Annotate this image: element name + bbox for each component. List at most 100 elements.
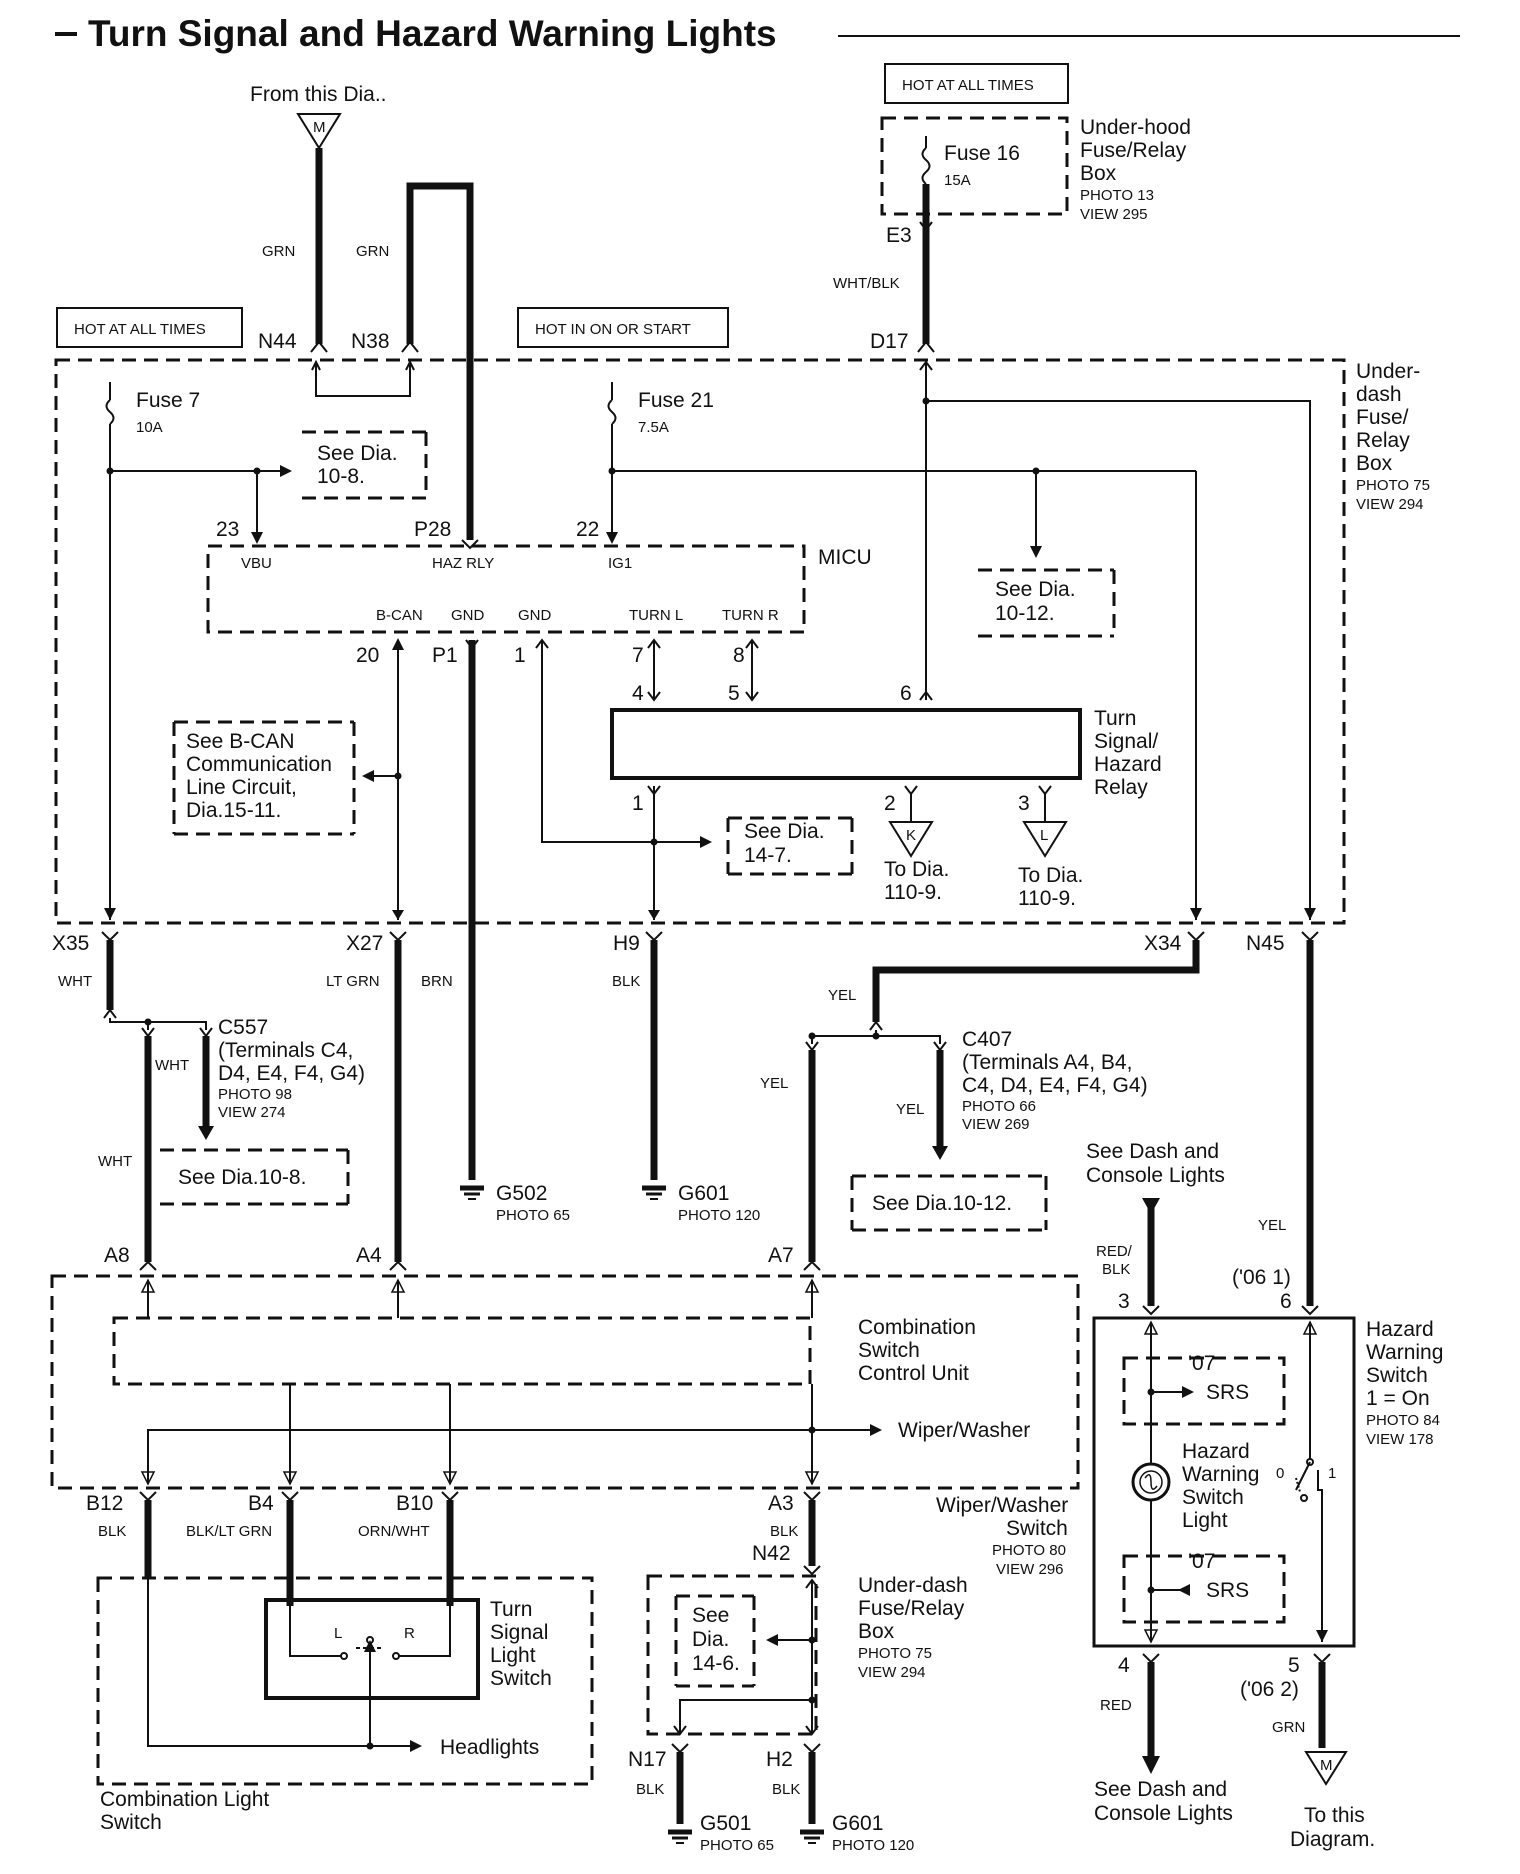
wire-label-wht-2: WHT bbox=[155, 1057, 189, 1074]
turn-switch-label-4: Switch bbox=[490, 1667, 552, 1690]
micu-box bbox=[206, 544, 806, 634]
svg-text:See Dia.10-12.: See Dia.10-12. bbox=[872, 1192, 1012, 1215]
ground-g502 bbox=[460, 1185, 484, 1200]
c407-label: C407 bbox=[962, 1028, 1012, 1051]
hot-at-all-times-top-box bbox=[884, 63, 1069, 104]
pin-06-2: ('06 2) bbox=[1240, 1678, 1299, 1701]
wire-label-wht-3: WHT bbox=[98, 1153, 132, 1170]
turn-signal-hazard-relay bbox=[610, 708, 1082, 780]
fuse-16-symbol bbox=[921, 136, 931, 222]
underdash-label-4: Relay bbox=[1356, 429, 1410, 452]
pin-7: 7 bbox=[632, 644, 644, 667]
pin-b10: B10 bbox=[396, 1492, 433, 1515]
ground-g502-label: G502 bbox=[496, 1182, 547, 1205]
hot-in-on-or-start-label: HOT IN ON OR START bbox=[535, 321, 691, 338]
hot-in-on-or-start-box bbox=[517, 307, 729, 348]
wiper-switch-label-2: Switch bbox=[1006, 1517, 1068, 1540]
ref-see-10-12-upper: See Dia. 10-12. bbox=[978, 568, 1116, 638]
hazard-pin-6: 6 bbox=[1280, 1290, 1292, 1313]
wire-label-wht-1: WHT bbox=[58, 973, 92, 990]
ground-g601-lower bbox=[800, 1829, 824, 1844]
to-dia-l-1: To Dia. bbox=[1018, 864, 1083, 887]
underdash2-photo: PHOTO 75 bbox=[858, 1645, 932, 1662]
pin-n17: N17 bbox=[628, 1748, 667, 1771]
combo-unit-label-1: Combination bbox=[858, 1316, 976, 1339]
ground-g601-photo: PHOTO 120 bbox=[678, 1207, 760, 1224]
svg-text:See Dia.: See Dia. bbox=[995, 578, 1076, 601]
underhood-view: VIEW 295 bbox=[1080, 206, 1148, 223]
underdash-view: VIEW 294 bbox=[1356, 496, 1424, 513]
hazard-pin-3: 3 bbox=[1118, 1290, 1130, 1313]
ground-g601-lower-photo: PHOTO 120 bbox=[832, 1837, 914, 1854]
hot-at-all-times-left-label: HOT AT ALL TIMES bbox=[74, 321, 206, 338]
combo-unit-label-3: Control Unit bbox=[858, 1362, 969, 1385]
combination-light-switch-box bbox=[96, 1576, 594, 1786]
wire-label-blk-lt-grn: BLK/LT GRN bbox=[186, 1523, 272, 1540]
underdash2-view: VIEW 294 bbox=[858, 1664, 926, 1681]
pin-x34: X34 bbox=[1144, 932, 1182, 955]
micu-turn-l: TURN L bbox=[629, 607, 683, 624]
svg-text:L: L bbox=[1040, 827, 1048, 844]
ref-see-10-12-lower: See Dia.10-12. bbox=[850, 1174, 1048, 1232]
underhood-label-1: Under-hood bbox=[1080, 116, 1191, 139]
pin-d17: D17 bbox=[870, 330, 909, 353]
headlights-label: Headlights bbox=[440, 1736, 539, 1759]
to-dia-l-2: 110-9. bbox=[1018, 887, 1076, 910]
pin-n42: N42 bbox=[752, 1542, 791, 1565]
combo-unit-label-2: Switch bbox=[858, 1339, 920, 1362]
relay-label-2: Signal/ bbox=[1094, 730, 1158, 753]
pin-x27: X27 bbox=[346, 932, 383, 955]
ground-g601-label: G601 bbox=[678, 1182, 729, 1205]
svg-text:14-6.: 14-6. bbox=[692, 1652, 740, 1675]
wire-label-yel-1: YEL bbox=[828, 987, 856, 1004]
fuse-16-label: Fuse 16 bbox=[944, 142, 1020, 165]
svg-text:See: See bbox=[692, 1604, 729, 1627]
ref-see-10-8-upper: See Dia. 10-8. bbox=[302, 430, 428, 500]
wire-grn-n38 bbox=[406, 182, 474, 540]
pin-20: 20 bbox=[356, 644, 379, 667]
c557-terminals-2: D4, E4, F4, G4) bbox=[218, 1062, 365, 1085]
connector-l: L bbox=[1022, 821, 1068, 858]
turn-switch-r: R bbox=[404, 1625, 415, 1642]
pin-b4: B4 bbox=[248, 1492, 274, 1515]
c407-photo: PHOTO 66 bbox=[962, 1098, 1036, 1115]
svg-text:14-7.: 14-7. bbox=[744, 844, 792, 867]
ref-see-14-6: See Dia. 14-6. bbox=[674, 1594, 756, 1688]
micu-haz-rly: HAZ RLY bbox=[432, 555, 494, 572]
ground-g601-lower-label: G601 bbox=[832, 1812, 883, 1835]
turn-switch-label-2: Signal bbox=[490, 1621, 548, 1644]
wire-label-yel-2: YEL bbox=[760, 1075, 788, 1092]
hazard-switch-pos-1: 1 bbox=[1328, 1465, 1336, 1482]
pin-8: 8 bbox=[733, 644, 745, 667]
hazard-switch-pos-0: 0 bbox=[1276, 1465, 1284, 1482]
c557-label: C557 bbox=[218, 1016, 268, 1039]
c407-terminals-2: C4, D4, E4, F4, G4) bbox=[962, 1074, 1148, 1097]
underdash2-label-1: Under-dash bbox=[858, 1574, 968, 1597]
micu-label: MICU bbox=[818, 546, 872, 569]
combo-light-label-2: Switch bbox=[100, 1811, 162, 1834]
hazard-switch-label-2: Warning bbox=[1366, 1341, 1443, 1364]
wire-label-blk-n17: BLK bbox=[636, 1781, 664, 1798]
hazard-switch-view: VIEW 178 bbox=[1366, 1431, 1434, 1448]
svg-text:M: M bbox=[1320, 1757, 1333, 1774]
wire-label-yel-4: YEL bbox=[1258, 1217, 1286, 1234]
c407-terminals-1: (Terminals A4, B4, bbox=[962, 1051, 1132, 1074]
underhood-label-3: Box bbox=[1080, 162, 1117, 185]
underdash2-label-3: Box bbox=[858, 1620, 895, 1643]
pin-p1: P1 bbox=[432, 644, 458, 667]
svg-text:Line Circuit,: Line Circuit, bbox=[186, 776, 297, 799]
to-dia-k-1: To Dia. bbox=[884, 858, 949, 881]
c407-view: VIEW 269 bbox=[962, 1116, 1030, 1133]
relay-pin-4: 4 bbox=[632, 682, 644, 705]
turn-switch-l: L bbox=[334, 1625, 342, 1642]
underdash-label-2: dash bbox=[1356, 383, 1402, 406]
pin-a7: A7 bbox=[768, 1244, 794, 1267]
wire-yel-x34 bbox=[872, 940, 1200, 1022]
wiper-switch-label-1: Wiper/Washer bbox=[936, 1494, 1068, 1517]
pin-h9: H9 bbox=[613, 932, 640, 955]
hazard-switch-label-3: Switch bbox=[1366, 1364, 1428, 1387]
wire-label-orn-wht: ORN/WHT bbox=[358, 1523, 430, 1540]
wire-label-grn-3: GRN bbox=[1272, 1719, 1305, 1736]
svg-text:See Dia.10-8.: See Dia.10-8. bbox=[178, 1166, 306, 1189]
underdash2-label-2: Fuse/Relay bbox=[858, 1597, 965, 1620]
